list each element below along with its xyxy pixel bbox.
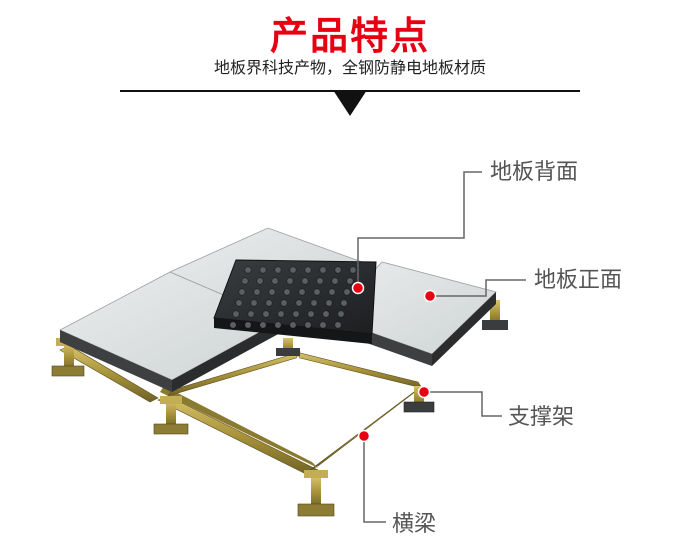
- callout-label-beam: 横梁: [392, 512, 437, 537]
- pedestal: [297, 470, 335, 517]
- pedestal: [482, 300, 508, 330]
- callout-lines: [357, 171, 526, 523]
- callout-dots: [351, 281, 437, 443]
- callout-label-panel-back: 地板背面: [490, 160, 579, 185]
- pedestal: [276, 338, 300, 356]
- pedestal: [403, 386, 435, 413]
- pedestal: [153, 396, 189, 435]
- beam-frame: [59, 345, 423, 477]
- page-title: 产品特点: [269, 14, 430, 58]
- callout-dot-support: [417, 385, 431, 399]
- callout-label-support: 支撑架: [508, 405, 575, 430]
- down-arrow-icon: [333, 90, 367, 116]
- page-subtitle: 地板界科技产物，全钢防静电地板材质: [213, 58, 486, 77]
- callout-label-panel-front: 地板正面: [534, 268, 623, 293]
- panel-back-tile: [213, 259, 377, 344]
- callout-dot-back: [351, 281, 365, 295]
- callout-dot-front: [423, 289, 437, 303]
- callout-dot-beam: [357, 429, 371, 443]
